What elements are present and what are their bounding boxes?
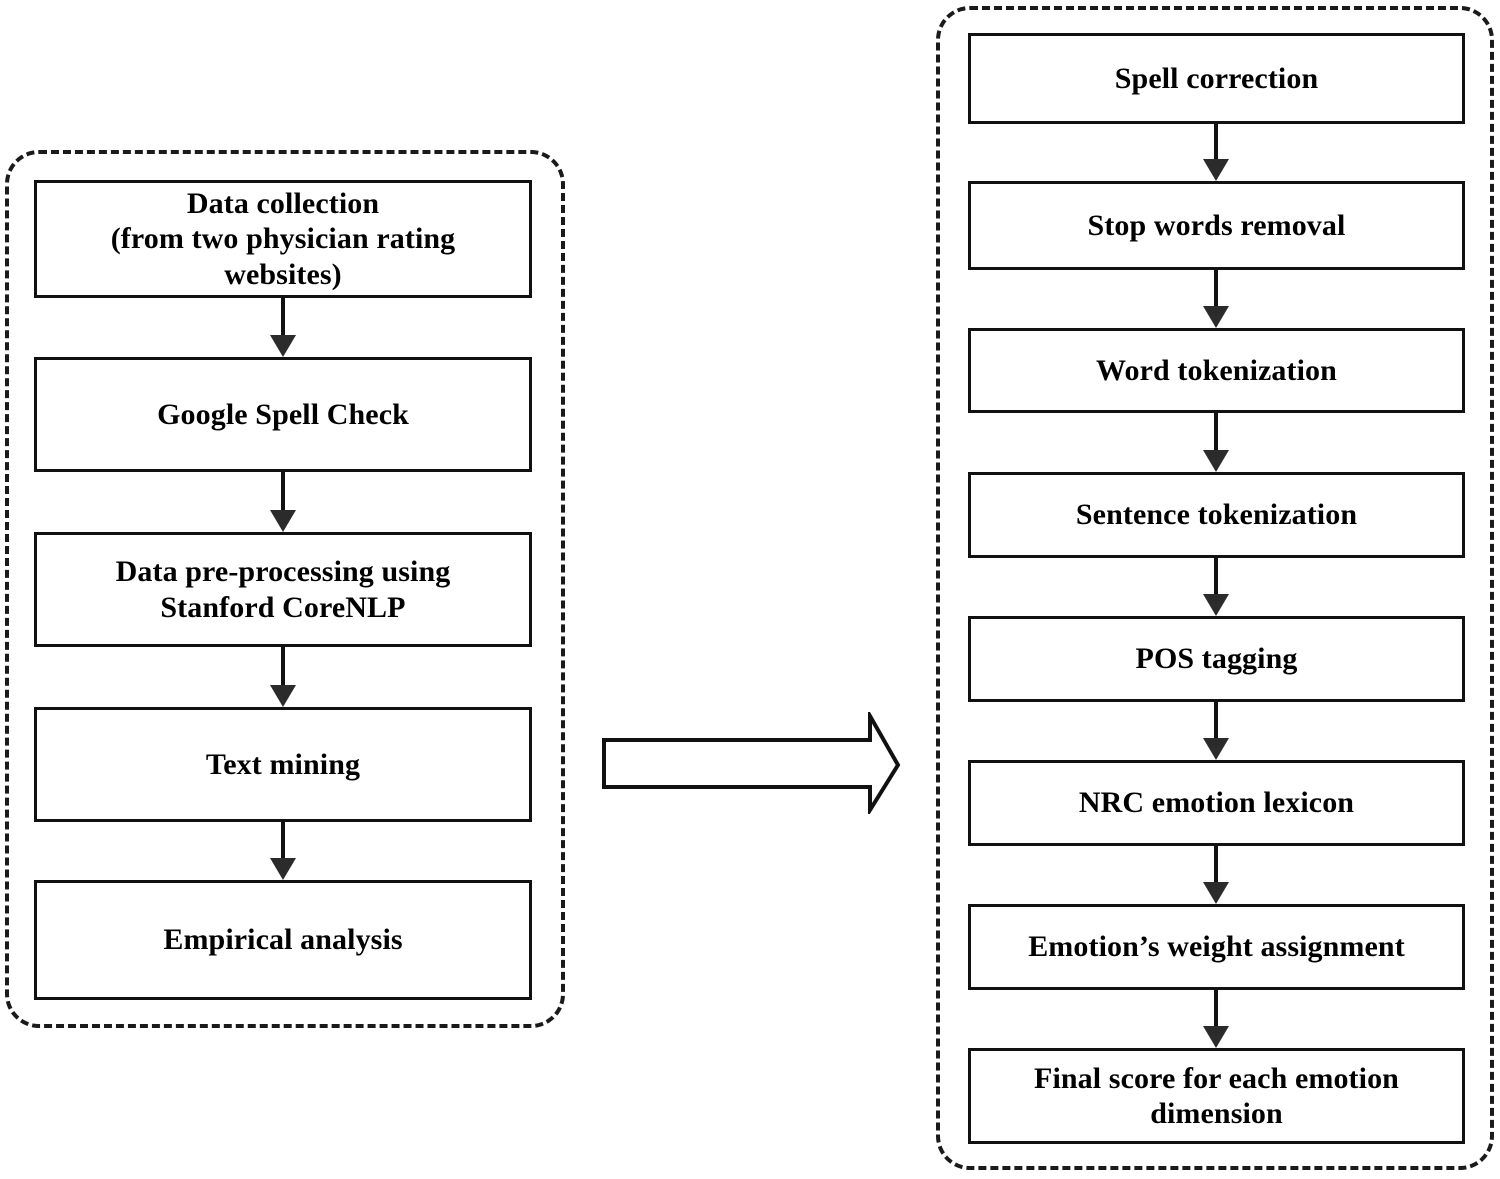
arrow-head-icon <box>270 510 296 532</box>
process-box-label: Google Spell Check <box>157 397 409 431</box>
process-box-label: Data collection(from two physician ratin… <box>110 186 456 291</box>
process-box-text-mining[interactable]: Text mining <box>34 707 532 822</box>
flow-arrow-weight-assignment-to-final-score <box>1203 990 1229 1048</box>
text-mining-detail-group-container <box>936 6 1494 1170</box>
arrow-head-icon <box>1203 159 1229 181</box>
arrow-head-icon <box>1203 450 1229 472</box>
process-box-label: Emotion’s weight assignment <box>1028 930 1405 964</box>
expand-arrow-icon <box>600 708 902 817</box>
arrow-stem <box>1214 702 1218 738</box>
process-box-spell-correction[interactable]: Spell correction <box>968 33 1465 124</box>
flow-arrow-spell-correction-to-stop-words <box>1203 124 1229 181</box>
process-box-empirical-analysis[interactable]: Empirical analysis <box>34 880 532 1000</box>
flow-arrow-pos-tagging-to-nrc-lexicon <box>1203 702 1229 760</box>
arrow-stem <box>281 298 285 335</box>
process-box-label: Empirical analysis <box>163 923 403 957</box>
process-box-nrc-emotion-lexicon[interactable]: NRC emotion lexicon <box>968 760 1465 846</box>
arrow-stem <box>281 472 285 510</box>
process-box-emotion-weight-assignment[interactable]: Emotion’s weight assignment <box>968 904 1465 990</box>
flow-arrow-stop-words-to-word-tokenization <box>1203 270 1229 328</box>
arrow-head-icon <box>1203 738 1229 760</box>
process-box-sentence-tokenization[interactable]: Sentence tokenization <box>968 472 1465 558</box>
process-box-stop-words-removal[interactable]: Stop words removal <box>968 181 1465 270</box>
process-box-label: NRC emotion lexicon <box>1078 786 1355 820</box>
arrow-stem <box>281 647 285 685</box>
process-box-google-spell-check[interactable]: Google Spell Check <box>34 357 532 472</box>
process-box-label: Stop words removal <box>1087 208 1346 242</box>
process-box-label: POS tagging <box>1135 642 1298 676</box>
block-arrow-shape <box>602 708 901 817</box>
arrow-head-icon <box>1203 306 1229 328</box>
research-process-group-container <box>5 150 565 1028</box>
arrow-stem <box>1214 124 1218 159</box>
arrow-head-icon <box>1203 594 1229 616</box>
process-box-label: Text mining <box>205 747 361 781</box>
flow-arrow-spell-check-to-preprocessing <box>270 472 296 532</box>
expand-arrow-svg <box>602 708 901 817</box>
process-box-label: Word tokenization <box>1096 353 1337 387</box>
arrow-stem <box>1214 990 1218 1026</box>
process-box-data-collection[interactable]: Data collection(from two physician ratin… <box>34 180 532 298</box>
flow-arrow-word-to-sentence-tokenization <box>1203 413 1229 472</box>
arrow-stem <box>1214 413 1218 450</box>
flow-arrow-sentence-tokenization-to-pos-tagging <box>1203 558 1229 616</box>
arrow-head-icon <box>1203 1026 1229 1048</box>
arrow-head-icon <box>270 685 296 707</box>
flow-arrow-preprocessing-to-text-mining <box>270 647 296 707</box>
process-box-label: Sentence tokenization <box>1075 498 1358 532</box>
arrow-stem <box>1214 270 1218 306</box>
flow-arrow-text-mining-to-empirical-analysis <box>270 822 296 880</box>
arrow-stem <box>1214 846 1218 882</box>
process-box-pos-tagging[interactable]: POS tagging <box>968 616 1465 702</box>
flow-arrow-nrc-lexicon-to-weight-assignment <box>1203 846 1229 904</box>
arrow-stem <box>281 822 285 858</box>
flow-arrow-data-collection-to-spell-check <box>270 298 296 357</box>
arrow-head-icon <box>270 858 296 880</box>
arrow-stem <box>1214 558 1218 594</box>
process-box-label: Spell correction <box>1114 61 1319 95</box>
arrow-head-icon <box>1203 882 1229 904</box>
process-box-word-tokenization[interactable]: Word tokenization <box>968 328 1465 413</box>
arrow-head-icon <box>270 335 296 357</box>
